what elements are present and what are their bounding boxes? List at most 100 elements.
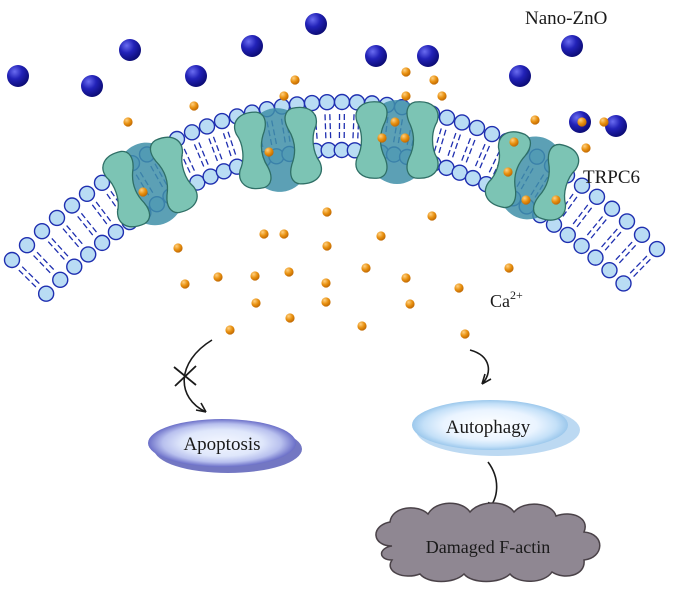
calcium-ion xyxy=(138,187,147,196)
lipid-tail xyxy=(325,114,326,138)
lipid-tail xyxy=(573,205,588,224)
nano-zno-particle xyxy=(7,65,29,87)
calcium-ion xyxy=(250,271,259,280)
autophagy-induction-arrow xyxy=(470,350,491,384)
lipid-tail xyxy=(466,140,475,162)
lipid-tail xyxy=(353,114,354,138)
trpc6-label: TRPC6 xyxy=(583,167,640,188)
lipid-head xyxy=(320,95,335,110)
calcium-ion xyxy=(279,91,288,100)
lipid-head xyxy=(50,210,65,225)
lipid-head xyxy=(620,214,635,229)
cell-membrane-bilayer xyxy=(5,95,665,302)
lipid-head xyxy=(185,125,200,140)
calcium-ion xyxy=(427,211,436,220)
nano-zno-particle xyxy=(417,45,439,67)
lipid-tail xyxy=(52,238,68,256)
lipid-head xyxy=(200,119,215,134)
calcium-ion xyxy=(285,313,294,322)
lipid-head xyxy=(440,110,455,125)
calcium-ion xyxy=(401,67,410,76)
calcium-ion xyxy=(376,231,385,240)
lipid-head xyxy=(588,250,603,265)
calcium-ion xyxy=(361,263,370,272)
trpc6-channel xyxy=(480,126,582,229)
lipid-tail xyxy=(96,202,110,221)
nano-zno-particle xyxy=(81,75,103,97)
calcium-ion xyxy=(225,325,234,334)
calcium-ion xyxy=(503,167,512,176)
calcium-ion xyxy=(321,297,330,306)
calcium-ion xyxy=(509,137,518,146)
lipid-tail xyxy=(619,245,635,263)
lipid-head xyxy=(95,235,110,250)
calcium-ion xyxy=(429,75,438,84)
lipid-head xyxy=(65,198,80,213)
lipid-head xyxy=(650,242,665,257)
calcium-label: Ca2+ xyxy=(490,288,523,311)
nano-zno-particle xyxy=(241,35,263,57)
lipid-head xyxy=(574,238,589,253)
lipid-molecule xyxy=(574,201,619,253)
calcium-ion xyxy=(390,117,399,126)
calcium-ion xyxy=(264,147,273,156)
lipid-head xyxy=(35,224,50,239)
calcium-ion xyxy=(284,267,293,276)
calcium-ion xyxy=(321,278,330,287)
calcium-ion xyxy=(599,117,608,126)
lipid-tail xyxy=(92,205,106,224)
lipid-tail xyxy=(22,267,39,284)
calcium-ion xyxy=(322,241,331,250)
lipid-tail xyxy=(78,216,93,235)
lipid-tail xyxy=(63,229,79,247)
lipid-head xyxy=(605,201,620,216)
lipid-tail xyxy=(34,256,51,273)
lipid-head xyxy=(485,127,500,142)
calcium-ion xyxy=(290,75,299,84)
trpc6-channel xyxy=(356,100,438,184)
trpc6-channel xyxy=(233,104,323,196)
nano-zno-particle xyxy=(605,115,627,137)
lipid-molecule xyxy=(588,214,635,265)
lipid-head xyxy=(108,225,123,240)
lipid-tail xyxy=(634,259,651,276)
lipid-tail xyxy=(81,213,96,232)
damaged-actin-label: Damaged F-actin xyxy=(426,537,550,557)
calcium-ion xyxy=(377,133,386,142)
lipid-molecule xyxy=(20,238,68,288)
lipid-head xyxy=(635,227,650,242)
lipid-tail xyxy=(605,232,621,250)
calcium-ion xyxy=(551,195,560,204)
nano-zno-particle xyxy=(365,45,387,67)
lipid-tail xyxy=(194,144,203,166)
calcium-ion xyxy=(251,298,260,307)
calcium-ion xyxy=(189,101,198,110)
lipid-head xyxy=(590,189,605,204)
calcium-ion xyxy=(405,299,414,308)
lipid-tail xyxy=(209,138,217,160)
lipid-tail xyxy=(630,256,647,273)
lipid-molecule xyxy=(560,189,604,242)
calcium-ion xyxy=(530,115,539,124)
calcium-ion xyxy=(400,133,409,142)
lipid-tail xyxy=(587,217,602,236)
lipid-head xyxy=(80,186,95,201)
nano-zno-particle xyxy=(119,39,141,61)
calcium-ion xyxy=(401,273,410,282)
calcium-ion xyxy=(259,229,268,238)
lipid-head xyxy=(20,238,35,253)
lipid-head xyxy=(560,227,575,242)
calcium-ion xyxy=(504,263,513,272)
calcium-ion xyxy=(213,272,222,281)
calcium-ion xyxy=(454,283,463,292)
lipid-tail xyxy=(48,242,64,260)
lipid-molecule xyxy=(320,95,337,158)
calcium-ion xyxy=(437,91,446,100)
damaged-actin-node: Damaged F-actin xyxy=(376,503,600,582)
calcium-ion xyxy=(521,195,530,204)
calcium-ion xyxy=(577,117,586,126)
calcium-label-base: Ca xyxy=(490,291,510,311)
calcium-ion xyxy=(180,279,189,288)
lipid-head xyxy=(215,114,230,129)
